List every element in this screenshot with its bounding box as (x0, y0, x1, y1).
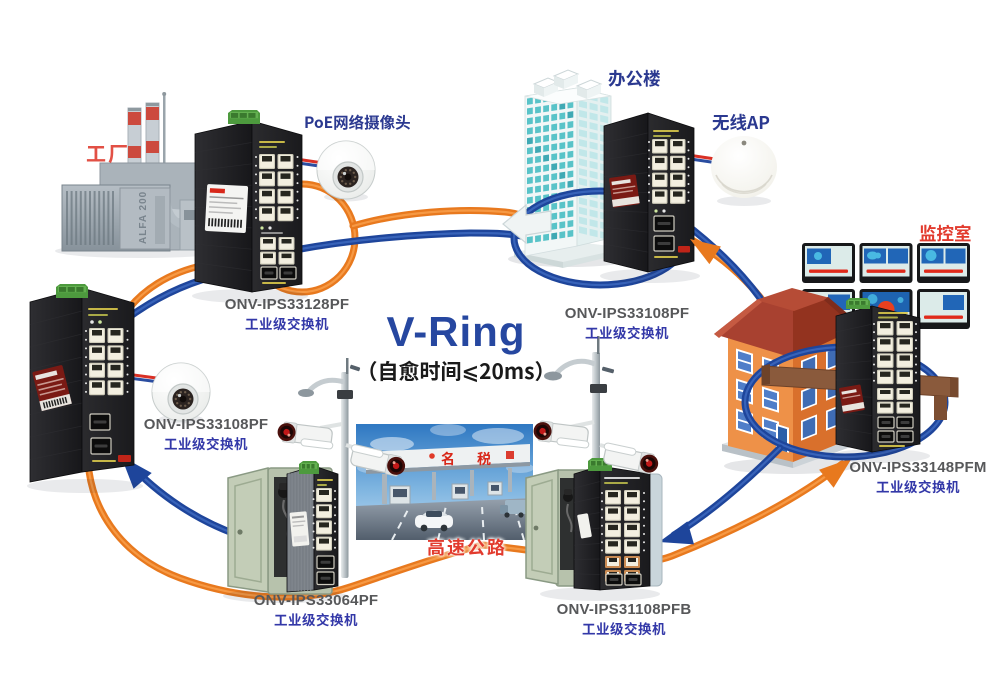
wireless-ap-device (711, 136, 777, 206)
monitoring-house-illustration (714, 288, 862, 474)
switch-model-text: ONV-IPS33064PF (253, 592, 379, 609)
switch-bottom-center-onv-ips31108pfb (573, 458, 651, 591)
switch-type-text: 工业级交换机 (245, 313, 329, 333)
gantry-sign-text: 名税 (441, 449, 513, 469)
monitor-screen-2 (859, 243, 913, 283)
orange-arrow-to-switch3 (819, 458, 852, 488)
bullet-camera-right-2 (603, 442, 659, 475)
switch-type-text: 工业级交换机 (876, 476, 960, 496)
switch-right-onv-ips33148pfm (835, 298, 921, 453)
truck (500, 500, 527, 518)
bullet-camera-left-1 (277, 421, 334, 450)
terminal-block (299, 461, 319, 474)
switch-type-text: 工业级交换机 (582, 618, 666, 638)
terminal-block (228, 110, 260, 124)
monitor-wall (802, 243, 970, 329)
orange-arrow-to-switch2 (690, 239, 721, 265)
bullet-camera-right-1 (533, 420, 590, 449)
terminal-block (56, 284, 88, 298)
ring-blue-top-run (291, 229, 525, 254)
poe-camera-label: PoE网络摄像头 (304, 111, 411, 133)
switch-model-text: ONV-IPS33148PFM (849, 459, 987, 476)
factory-equipment-text: ALFA 200 (138, 191, 149, 244)
switch-model-text: ONV-IPS33108PF (143, 416, 269, 433)
switch-top-left-onv-ips33128pf (194, 110, 303, 293)
office-building-label: 办公楼 (608, 66, 661, 91)
pole-cameras (277, 420, 659, 477)
terminal-block (846, 298, 870, 309)
switch-model-text: ONV-IPS33128PF (224, 296, 350, 313)
switch-type-text: 工业级交换机 (274, 609, 358, 629)
factory-label: 工厂 (86, 138, 130, 167)
switch-bottom-left-onv-ips33064pf (286, 461, 339, 593)
ring-blue-to-switch6 (670, 444, 784, 539)
vring-title: V-Ring (386, 308, 526, 355)
poe-dome-camera (316, 140, 376, 202)
dome-camera-left (151, 362, 211, 424)
car (415, 510, 453, 532)
vring-subtitle: （自愈时间⩽20ms） (356, 356, 556, 386)
switch-left-onv-ips33108pf (29, 284, 135, 483)
highway-photo: 名税 (356, 424, 534, 541)
bullet-camera-left-2 (350, 444, 406, 477)
factory-illustration: ALFA 200 (55, 92, 225, 258)
switch-model-text: ONV-IPS31108PFB (556, 601, 692, 618)
switch-type-text: 工业级交换机 (585, 322, 669, 342)
monitor-screen-3 (917, 243, 970, 283)
highway-label: 高速公路 (427, 534, 507, 560)
monitor-screen-6 (917, 289, 970, 329)
switch-model-text: ONV-IPS33108PF (564, 305, 690, 322)
switch-top-center-onv-ips33108pf (603, 112, 695, 273)
wireless-ap-label: 无线AP (712, 110, 770, 135)
blue-arrow-to-switch6 (659, 521, 694, 545)
monitoring-room-label: 监控室 (919, 221, 972, 246)
monitor-screen-1 (802, 243, 855, 283)
building-base-arrow (502, 203, 552, 245)
switch-type-text: 工业级交换机 (164, 433, 248, 453)
